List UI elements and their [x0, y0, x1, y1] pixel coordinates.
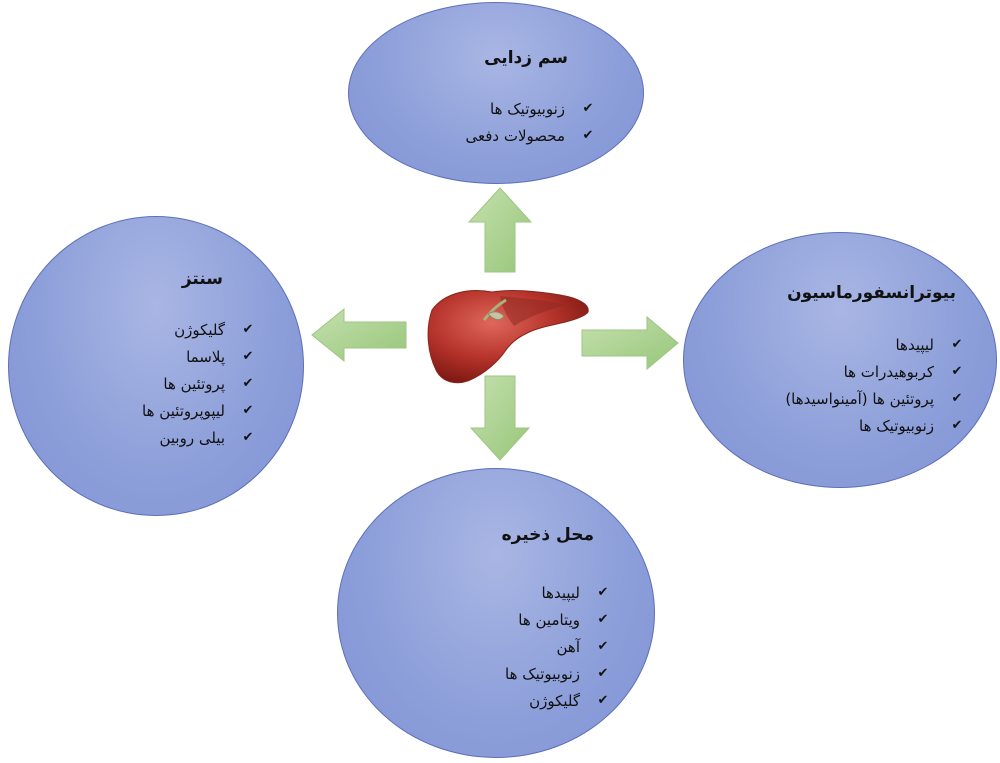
- bubble-list: ✔لیپیدها ✔ویتامین ها ✔آهن ✔زنوبیوتیک ها …: [505, 579, 612, 714]
- check-icon: ✔: [951, 391, 963, 406]
- bubble-title: سنتز: [181, 269, 223, 289]
- bubble-title: بیوترانسفورماسیون: [787, 283, 956, 303]
- list-item: ✔زنوبیوتیک ها: [465, 95, 597, 122]
- list-item: ✔زنوبیوتیک ها: [785, 412, 966, 439]
- check-icon: ✔: [951, 364, 963, 379]
- bubble-biotransformation: بیوترانسفورماسیون ✔لیپیدها ✔کربوهیدرات ه…: [683, 232, 997, 488]
- list-item: ✔کربوهیدرات ها: [785, 358, 966, 385]
- list-item: ✔بیلی روبین: [142, 424, 257, 451]
- check-icon: ✔: [242, 430, 254, 445]
- list-item: ✔پروتئین ها (آمینواسیدها): [785, 385, 966, 412]
- list-item: ✔محصولات دفعی: [465, 122, 597, 149]
- check-icon: ✔: [242, 322, 254, 337]
- list-item: ✔لیپیدها: [505, 579, 612, 606]
- check-icon: ✔: [951, 337, 963, 352]
- check-icon: ✔: [597, 639, 609, 654]
- check-icon: ✔: [597, 666, 609, 681]
- arrow-left: [311, 307, 407, 363]
- liver-icon: [427, 290, 589, 384]
- check-icon: ✔: [597, 612, 609, 627]
- arrow-up: [467, 187, 533, 273]
- check-icon: ✔: [242, 403, 254, 418]
- bubble-synthesis: سنتز ✔گلیکوژن ✔پلاسما ✔پروتئین ها ✔لیپوپ…: [8, 216, 304, 516]
- check-icon: ✔: [242, 376, 254, 391]
- arrow-right: [581, 315, 679, 371]
- list-item: ✔پلاسما: [142, 343, 257, 370]
- list-item: ✔آهن: [505, 633, 612, 660]
- bubble-title: محل ذخیره: [501, 525, 594, 545]
- bubble-list: ✔زنوبیوتیک ها ✔محصولات دفعی: [465, 95, 597, 149]
- bubble-list: ✔گلیکوژن ✔پلاسما ✔پروتئین ها ✔لیپوپروتئی…: [142, 316, 257, 451]
- check-icon: ✔: [951, 418, 963, 433]
- list-item: ✔ویتامین ها: [505, 606, 612, 633]
- bubble-list: ✔لیپیدها ✔کربوهیدرات ها ✔پروتئین ها (آمی…: [785, 331, 966, 439]
- check-icon: ✔: [597, 585, 609, 600]
- list-item: ✔زنوبیوتیک ها: [505, 660, 612, 687]
- bubble-storage: محل ذخیره ✔لیپیدها ✔ویتامین ها ✔آهن ✔زنو…: [337, 468, 655, 758]
- list-item: ✔لیپوپروتئین ها: [142, 397, 257, 424]
- check-icon: ✔: [242, 349, 254, 364]
- arrow-down: [469, 375, 531, 461]
- list-item: ✔گلیکوژن: [505, 687, 612, 714]
- bubble-title: سم زدایی: [484, 48, 568, 68]
- list-item: ✔گلیکوژن: [142, 316, 257, 343]
- list-item: ✔پروتئین ها: [142, 370, 257, 397]
- check-icon: ✔: [582, 101, 594, 116]
- check-icon: ✔: [582, 128, 594, 143]
- check-icon: ✔: [597, 693, 609, 708]
- list-item: ✔لیپیدها: [785, 331, 966, 358]
- bubble-detox: سم زدایی ✔زنوبیوتیک ها ✔محصولات دفعی: [348, 2, 644, 184]
